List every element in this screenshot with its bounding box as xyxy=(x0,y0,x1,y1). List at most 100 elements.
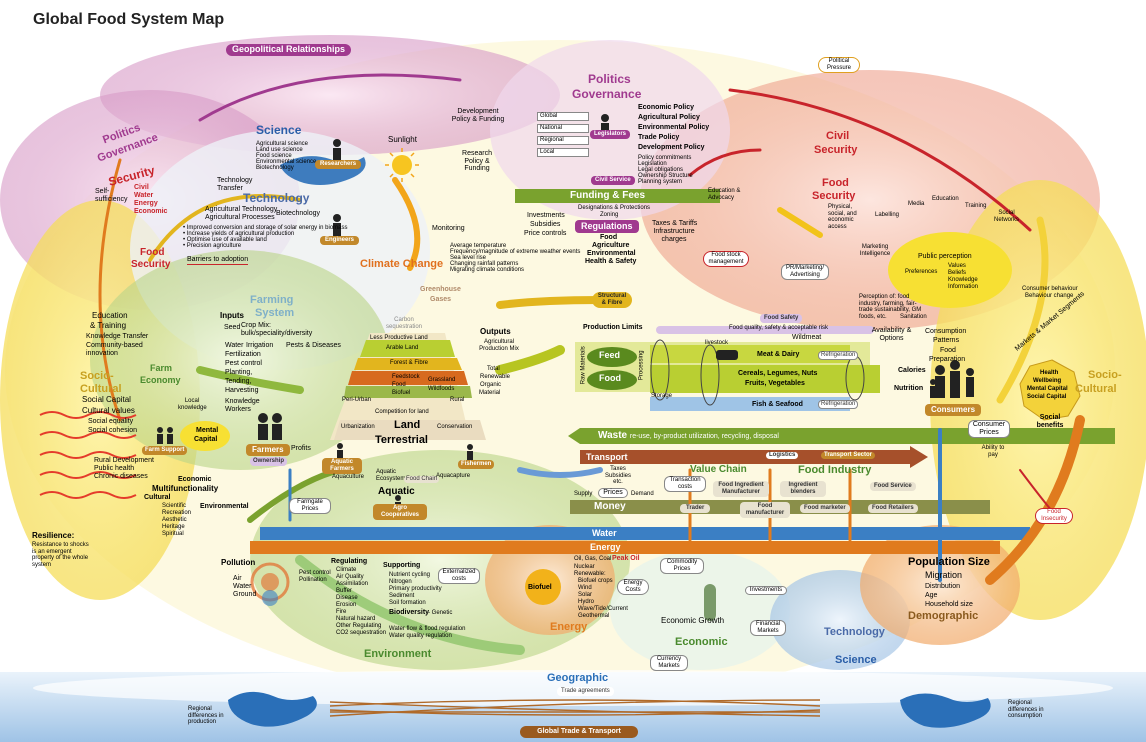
pr-box: PR/Marketing/ Advertising xyxy=(781,264,829,280)
inputs-title: Inputs xyxy=(220,311,244,320)
sup-item-0: Nutrient cycling xyxy=(389,572,431,578)
outputs-organic: Organic xyxy=(480,382,502,388)
sanitation-label: Sanitation xyxy=(900,314,927,320)
em-item-0: Scientific xyxy=(162,503,187,509)
policy-economic: Economic Policy xyxy=(638,104,695,111)
health-1: Wellbeing xyxy=(1033,378,1062,384)
em-item-1: Recreation xyxy=(162,510,192,516)
outputs-title: Outputs xyxy=(480,327,511,336)
ingredient-blenders-tag: Ingredient blenders xyxy=(780,481,826,498)
pp-values: Values xyxy=(948,263,966,269)
storage-label: Storage xyxy=(651,393,673,399)
rural-dev-0: Rural Development xyxy=(94,457,154,464)
civil-service-tag: Civil Service xyxy=(591,176,635,186)
externalized-costs-box: Externalized costs xyxy=(438,568,480,584)
pop-item-2: Household size xyxy=(925,601,973,608)
health-3: Social Capital xyxy=(1027,394,1067,400)
investments-left: Investments xyxy=(527,212,565,219)
tech-bullet-0: • Improved conversion and storage of sol… xyxy=(183,225,348,231)
geographic-label: Geographic xyxy=(547,672,609,684)
water-bar: Water xyxy=(592,528,617,538)
gov-level-regional: Regional xyxy=(537,136,589,145)
waste-title: Waste xyxy=(598,430,628,441)
science-item-2: Food science xyxy=(256,153,292,159)
profits-label: Profits xyxy=(291,445,311,452)
availability-label: Availability & Options xyxy=(871,327,912,342)
science-bottom: Science xyxy=(835,654,877,666)
money-bar: Money xyxy=(594,501,626,512)
em-item-4: Spiritual xyxy=(162,531,184,537)
policy-environmental: Environmental Policy xyxy=(638,124,710,131)
policy-sub-0: Policy commitments xyxy=(638,155,692,161)
pp-information: Information xyxy=(948,284,979,290)
aquacapture-label: Aquacapture xyxy=(436,473,471,479)
policy-sub-3: Ownership Structure xyxy=(638,173,693,179)
energy-src-0: Nuclear xyxy=(574,564,595,570)
inputs-harvesting: Harvesting xyxy=(225,387,259,394)
infra-label: Infrastructure charges xyxy=(653,228,695,243)
climate-item-4: Migrating climate conditions xyxy=(450,267,525,273)
commodity-prices-box: Commodity Prices xyxy=(660,558,704,574)
food-security-right-a: Food xyxy=(822,177,849,189)
ownership-tag: Ownership xyxy=(250,457,288,467)
agproc-label: Agricultural Processes xyxy=(205,214,275,221)
reg-item-1: Air Quality xyxy=(336,574,364,580)
consumer-prices-box: Consumer Prices xyxy=(968,420,1010,439)
rural-dev-1: Public health xyxy=(94,465,135,472)
waste-sub: re-use, by-product utilization, recyclin… xyxy=(629,433,779,440)
gov-level-national: National xyxy=(537,124,589,133)
agtech-label: Agricultural Technology xyxy=(205,206,278,213)
reg-item-6: Fire xyxy=(336,609,347,615)
production-limits: Production Limits xyxy=(583,324,643,331)
supply-label: Supply xyxy=(574,491,593,497)
pyramid-land: Land xyxy=(394,419,421,431)
cereals-label: Cereals, Legumes, Nuts xyxy=(738,370,818,377)
science-item-3: Environmental science xyxy=(256,159,317,165)
pyramid-biofuel: Biofuel xyxy=(392,390,411,396)
resilience-title: Resilience: xyxy=(32,531,75,540)
fruits-label: Fruits, Vegetables xyxy=(745,380,805,387)
livestock-label: livestock xyxy=(705,340,729,346)
refrigeration-tag-1: Refrigeration xyxy=(818,351,859,361)
pyramid-grassland: Grassland xyxy=(428,377,456,383)
rural-dev-2: Chronic diseases xyxy=(94,473,148,480)
inputs-pest: Pest control xyxy=(225,360,262,367)
nutrition-label: Nutrition xyxy=(894,385,924,392)
economic-multi-a: Economic xyxy=(178,476,212,483)
resilience-sub: Resistance to shocks is an emergent prop… xyxy=(32,542,89,568)
pyramid-food: Food xyxy=(392,382,406,388)
pyramid-rural: Rural xyxy=(450,397,465,403)
demographic-label: Demographic xyxy=(908,610,979,622)
population-title: Population Size xyxy=(908,556,990,568)
dev-policy: Development Policy & Funding xyxy=(451,108,505,123)
bio-item-1: Water quality regulation xyxy=(389,633,452,639)
food-insecurity-box: Food Insecurity xyxy=(1035,508,1073,524)
researchers-tag: Researchers xyxy=(315,160,362,170)
gov-level-local: Local xyxy=(537,148,589,157)
sup-item-4: Soil formation xyxy=(389,600,426,606)
consumption-2: Food xyxy=(940,347,956,354)
sunlight-label: Sunlight xyxy=(388,135,417,144)
social-cohesion: Social cohesion xyxy=(88,427,138,434)
local-knowledge: Local knowledge xyxy=(178,398,207,411)
inputs-irrigation: Irrigation xyxy=(246,342,274,349)
politics-top-b: Governance xyxy=(572,87,642,101)
media-label: Media xyxy=(908,201,925,207)
environment-label: Environment xyxy=(364,648,432,660)
pp-beliefs: Beliefs xyxy=(948,270,967,276)
security-energy: Energy xyxy=(134,200,158,207)
consumer-behaviour: Consumer behaviour xyxy=(1022,286,1078,292)
socio-left-b: Cultural xyxy=(80,383,122,395)
reg-item-4: Disease xyxy=(336,595,358,601)
food-chain-tag: Food Chain xyxy=(404,476,440,484)
behaviour-change: Behaviour change xyxy=(1025,293,1074,299)
health-2: Mental Capital xyxy=(1027,386,1068,392)
biofuel-circle-label: Biofuel xyxy=(528,584,552,591)
regulating-title: Regulating xyxy=(331,558,368,565)
socio-right-b: Cultural xyxy=(1075,383,1117,395)
socio-right-a: Socio- xyxy=(1088,369,1122,381)
energy-region-label: Energy xyxy=(550,621,588,633)
inputs-knowledge: Knowledge xyxy=(225,398,260,405)
sup-item-3: Sediment xyxy=(389,593,415,599)
energy-src-1: Renewable: xyxy=(574,571,606,577)
